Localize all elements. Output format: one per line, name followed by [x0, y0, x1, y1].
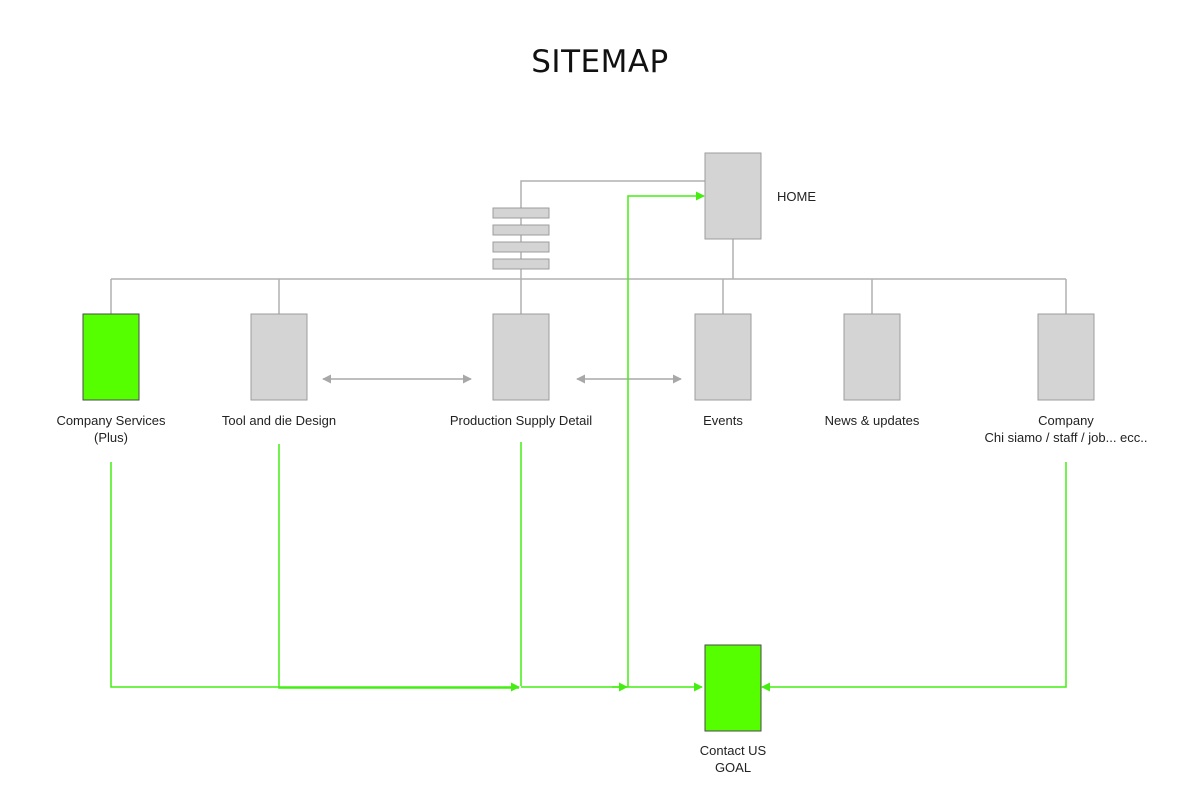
goal-page-box[interactable] — [704, 644, 762, 732]
page-box-company-services[interactable] — [82, 313, 140, 401]
home-label: HOME — [777, 189, 816, 204]
page-box-company[interactable] — [1037, 313, 1095, 401]
production-to-home-connector — [520, 180, 705, 314]
label-line: Production Supply Detail — [449, 413, 593, 428]
label-line: News & updates — [824, 413, 920, 428]
label-line: (Plus) — [94, 430, 128, 445]
home-page-box[interactable] — [704, 152, 762, 240]
label-production-supply-detail: Production Supply Detail — [421, 412, 621, 429]
label-line: Company Services — [56, 413, 166, 428]
label-company: Company Chi siamo / staff / job... ecc.. — [936, 412, 1196, 446]
label-line: Chi siamo / staff / job... ecc.. — [984, 430, 1148, 445]
goal-flow-lines — [110, 191, 1067, 692]
label-company-services: Company Services (Plus) — [11, 412, 211, 446]
flow-company — [761, 462, 1067, 692]
page-title: SITEMAP — [531, 44, 669, 80]
label-news-updates: News & updates — [772, 412, 972, 429]
page-box-tool-and-die-design[interactable] — [250, 313, 308, 401]
flow-goal-to-home — [627, 191, 705, 687]
label-line: Company — [1038, 413, 1094, 428]
page-box-news-updates[interactable] — [843, 313, 901, 401]
tree-connectors — [110, 180, 1067, 314]
label-tool-and-die-design: Tool and die Design — [179, 412, 379, 429]
flow-tool-and-die-design — [278, 444, 519, 689]
label-events: Events — [623, 412, 823, 429]
flow-company-services — [110, 462, 520, 692]
label-line: GOAL — [714, 760, 752, 775]
menu-icon — [492, 207, 550, 270]
label-goal: Contact US GOAL — [633, 742, 833, 776]
page-box-events[interactable] — [694, 313, 752, 401]
page-box-production-supply-detail[interactable] — [492, 313, 550, 401]
label-line: Contact US — [699, 743, 767, 758]
label-line: Events — [703, 413, 743, 428]
label-line: Tool and die Design — [221, 413, 337, 428]
